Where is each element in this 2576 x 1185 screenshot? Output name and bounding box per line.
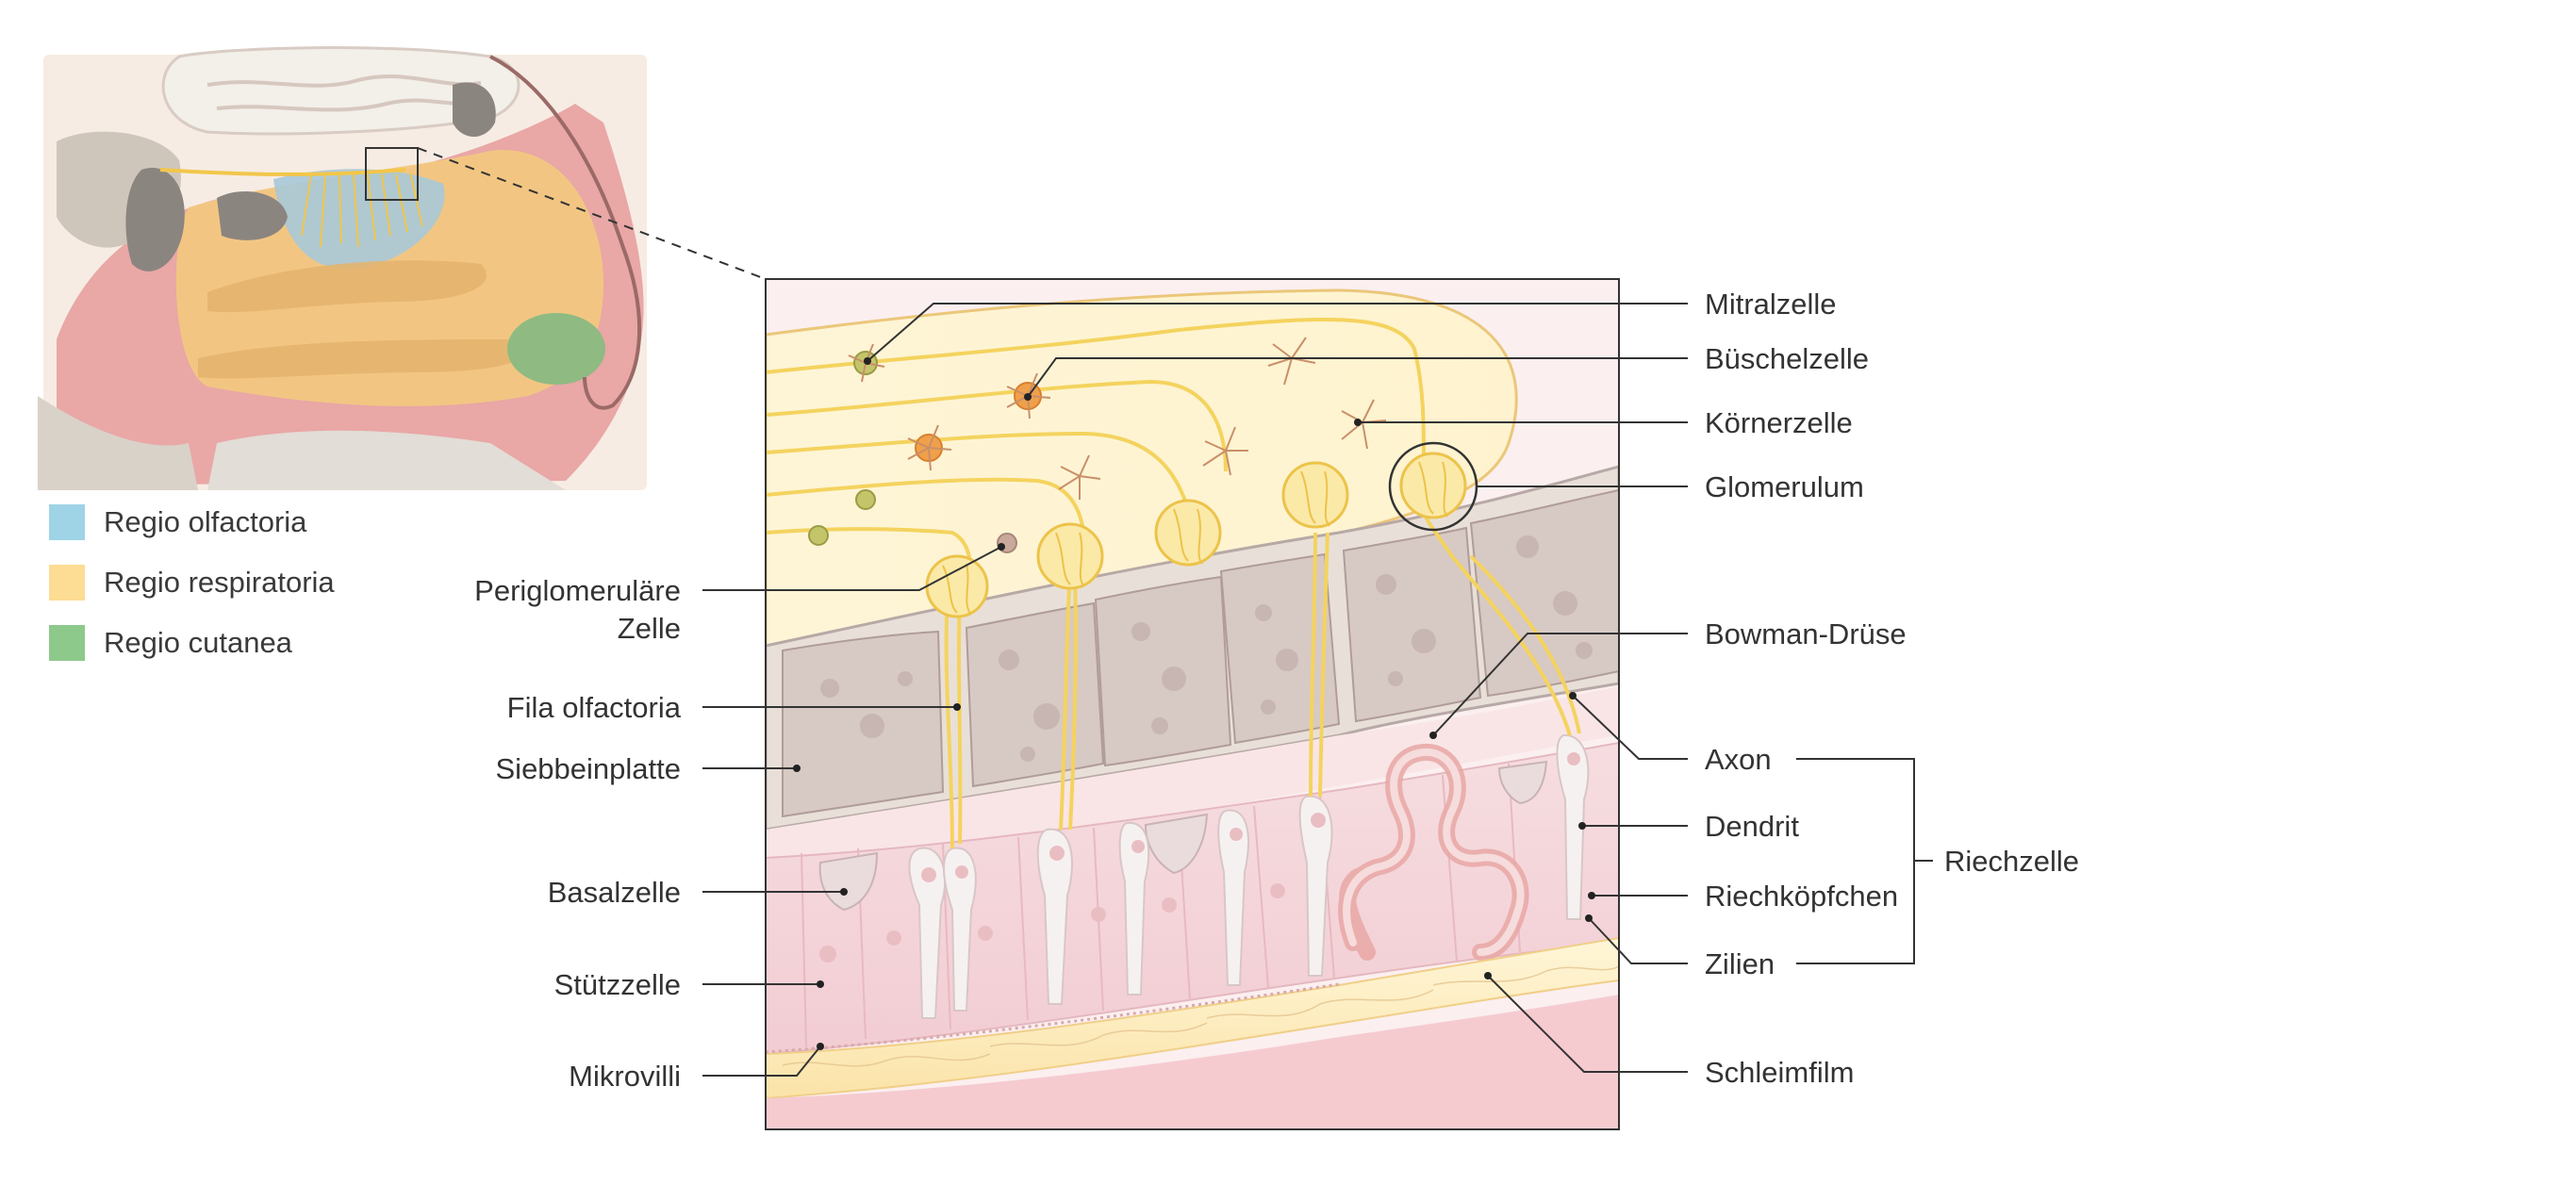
leader-lines <box>702 303 1933 1077</box>
label-dendrit: Dendrit <box>1705 810 1799 843</box>
label-glomerulum: Glomerulum <box>1705 470 1864 503</box>
label-mikrovilli: Mikrovilli <box>569 1060 681 1093</box>
leader-dots <box>793 357 1595 1050</box>
label-periglomerulaere-line2: Zelle <box>618 612 681 645</box>
legend-item-cutanea: Regio cutanea <box>49 625 335 661</box>
legend-item-olfactoria: Regio olfactoria <box>49 504 335 540</box>
label-bueschelzelle: Büschelzelle <box>1705 342 1869 375</box>
legend-label: Regio respiratoria <box>104 566 335 599</box>
label-riechkoepfchen: Riechköpfchen <box>1705 880 1898 913</box>
legend-item-respiratoria: Regio respiratoria <box>49 565 335 601</box>
legend: Regio olfactoria Regio respiratoria Regi… <box>49 504 335 685</box>
legend-label: Regio cutanea <box>104 626 292 659</box>
label-axon: Axon <box>1705 743 1772 776</box>
label-periglomerulaere-line1: Periglomeruläre <box>474 574 681 607</box>
legend-swatch <box>49 504 85 540</box>
label-koernerzelle: Körnerzelle <box>1705 406 1853 439</box>
label-siebbeinplatte: Siebbeinplatte <box>496 752 682 785</box>
zoom-box <box>365 147 419 201</box>
nasal-cavity-illustration <box>38 46 767 490</box>
label-mitralzelle: Mitralzelle <box>1705 288 1837 321</box>
label-stuetzzelle: Stützzelle <box>554 968 681 1001</box>
label-bowman-druese: Bowman-Drüse <box>1705 617 1907 650</box>
label-zilien: Zilien <box>1705 947 1775 980</box>
legend-label: Regio olfactoria <box>104 505 307 538</box>
detail-panel <box>766 279 1619 1129</box>
legend-swatch <box>49 625 85 661</box>
label-fila-olfactoria: Fila olfactoria <box>507 691 682 724</box>
label-basalzelle: Basalzelle <box>548 876 681 909</box>
label-riechzelle: Riechzelle <box>1944 845 2079 878</box>
label-schleimfilm: Schleimfilm <box>1705 1056 1854 1089</box>
legend-swatch <box>49 565 85 601</box>
